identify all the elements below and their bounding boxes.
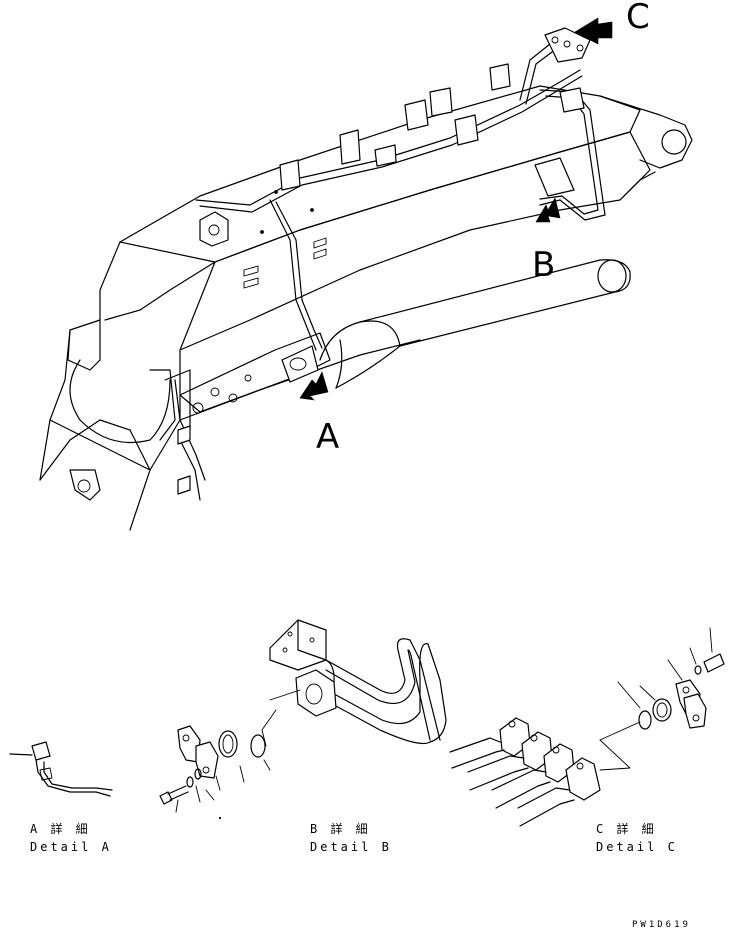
detail-c-drawing (449, 627, 725, 827)
detail-b-drawing (159, 619, 447, 820)
detail-a-caption-en: Detail A (30, 840, 112, 854)
callout-a-label: A (316, 417, 340, 457)
drawing-code: PW1D619 (632, 920, 691, 930)
detail-b-caption-jp: B 詳 細 (310, 822, 371, 836)
callout-b-label: B (532, 245, 556, 285)
boom-piping (174, 27, 606, 501)
boom-body (39, 85, 693, 531)
detail-c-caption-jp: C 詳 細 (596, 822, 657, 836)
boom-cylinder (319, 259, 631, 389)
detail-a-drawing (9, 741, 113, 797)
detail-c-caption-en: Detail C (596, 840, 678, 854)
detail-b-caption-en: Detail B (310, 840, 392, 854)
detail-a-caption-jp: A 詳 細 (30, 822, 91, 836)
callout-arrows (299, 17, 613, 401)
callout-c-label: C (626, 0, 650, 37)
